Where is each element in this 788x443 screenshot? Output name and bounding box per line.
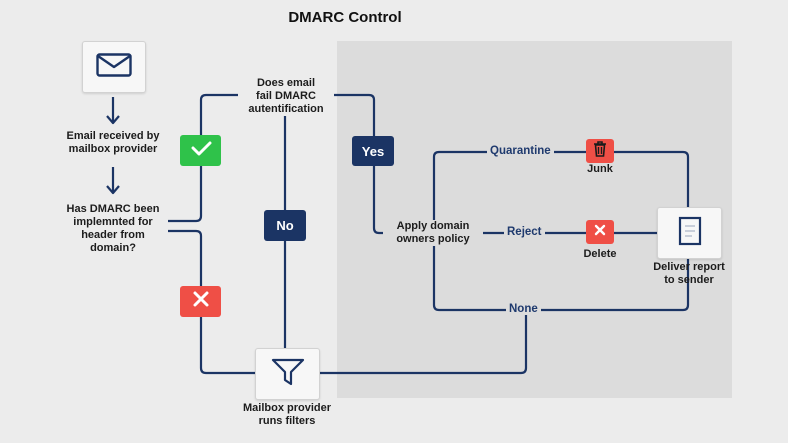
no-label: No: [264, 210, 306, 241]
quarantine-label: Quarantine: [487, 145, 554, 157]
report-node: [657, 207, 722, 259]
edge-none-to-filters: [320, 310, 528, 375]
delete-badge: [586, 220, 614, 244]
no-dmarc-badge: [180, 286, 221, 317]
email-received-label: Email received by mailbox provider: [66, 130, 160, 155]
has-dmarc-question: Has DMARC been implemnted for header fro…: [66, 203, 160, 254]
edge-quarantine: [432, 150, 586, 238]
funnel-icon: [271, 358, 305, 391]
x-icon: [192, 290, 210, 313]
check-icon: [190, 140, 212, 161]
trash-icon: [593, 140, 607, 162]
filter-node: [255, 348, 320, 400]
edge-none: [432, 238, 690, 312]
junk-badge: [586, 139, 614, 163]
junk-label: Junk: [587, 163, 613, 175]
apply-policy-label: Apply domain owners policy: [383, 220, 483, 246]
envelope-icon: [96, 52, 132, 82]
mailbox-filters-label: Mailbox provider runs filters: [242, 402, 332, 427]
yes-label: Yes: [352, 136, 394, 166]
deliver-report-label: Deliver report to sender: [653, 261, 725, 286]
delete-label: Delete: [583, 248, 617, 260]
none-label: None: [506, 303, 541, 315]
diagram-title: DMARC Control: [288, 9, 402, 26]
reject-label: Reject: [504, 226, 545, 238]
fail-dmarc-question: Does email fail DMARC autentification: [238, 77, 334, 116]
edge-quarantine-to-report: [614, 150, 690, 208]
yes-badge: [180, 135, 221, 166]
document-icon: [678, 216, 702, 251]
email-node: [82, 41, 146, 93]
x-icon: [594, 223, 606, 241]
